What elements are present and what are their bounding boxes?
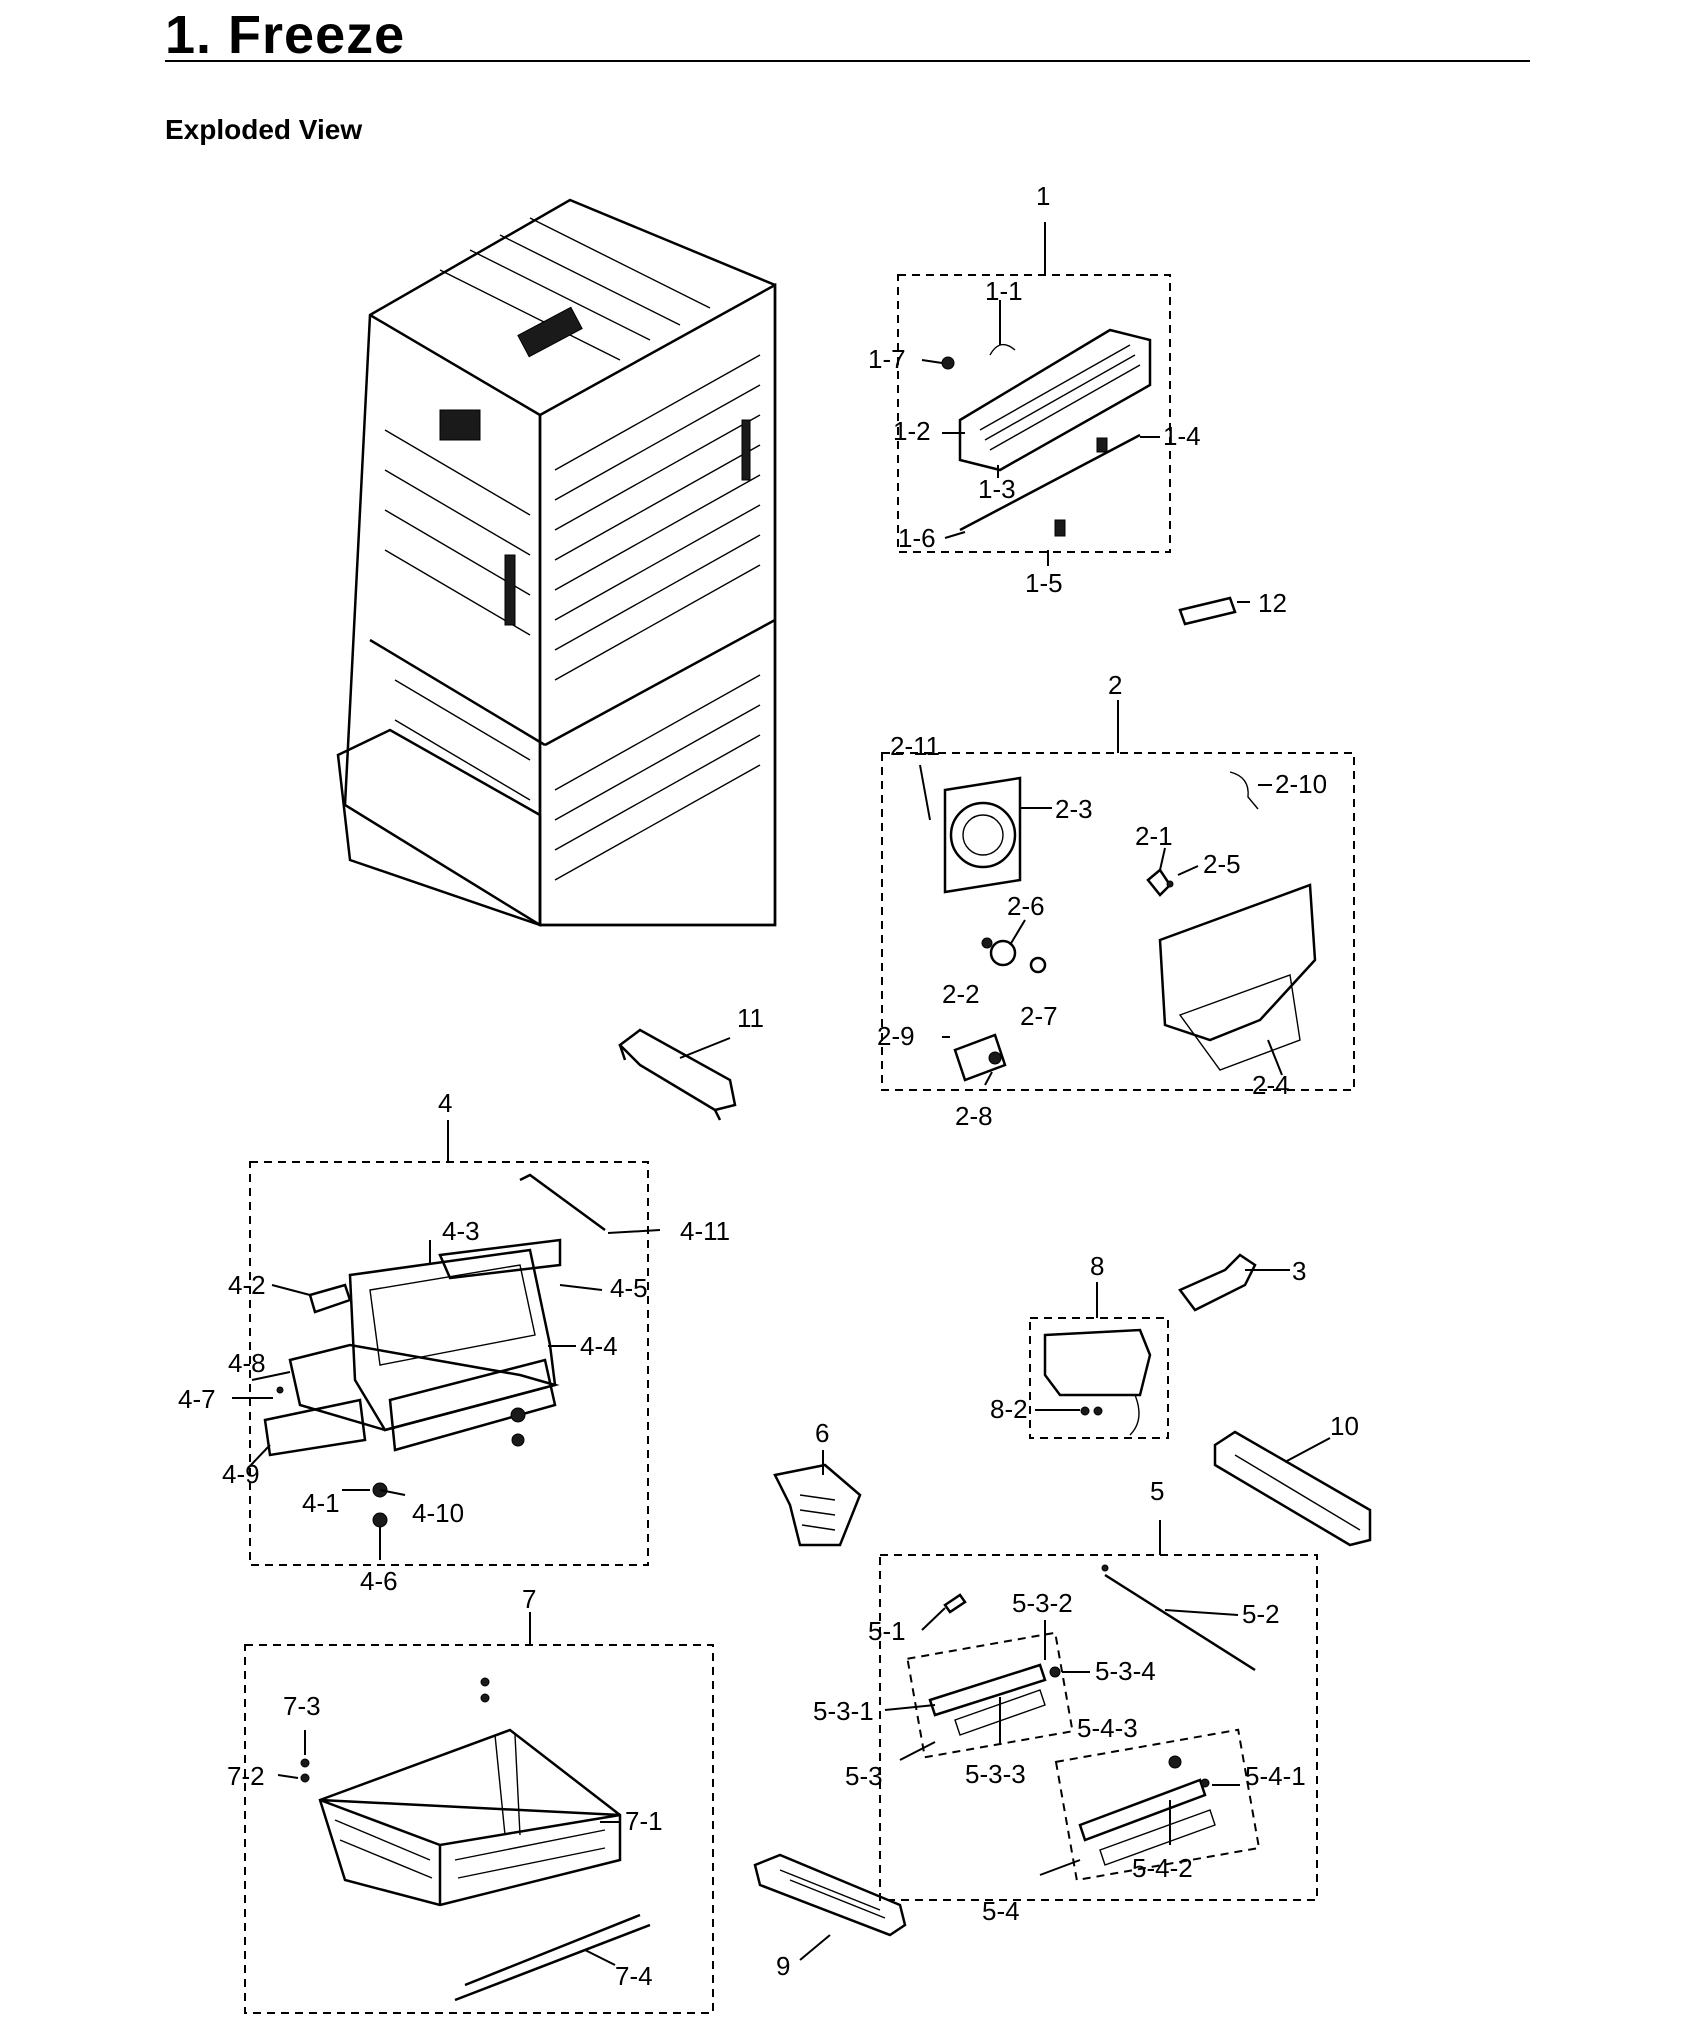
- group-box-1: [897, 274, 1171, 553]
- callout-label: 5-3-1: [813, 1696, 874, 1726]
- callout-label: 4: [438, 1088, 452, 1118]
- evaporator-assembly-drawing: [941, 328, 1152, 537]
- part-8-drawing: [1043, 1328, 1152, 1436]
- callout-label: 4-2: [228, 1270, 266, 1300]
- callout-labels: 1 1-1 1-7 1-2 1-4 1-3 1-6 1-5 12 2 2-11 …: [178, 181, 1359, 1991]
- callout-label: 2-11: [890, 731, 940, 761]
- callout-label: 2-3: [1055, 794, 1093, 824]
- cabinet-drawing: [336, 198, 777, 927]
- callout-label: 7: [522, 1584, 536, 1614]
- callout-label: 5-3: [845, 1761, 883, 1791]
- callout-label: 4-1: [302, 1488, 340, 1518]
- callout-label: 4-3: [442, 1216, 480, 1246]
- callout-label: 3: [1292, 1256, 1306, 1286]
- part-3-drawing: [1178, 1253, 1257, 1312]
- callout-label: 2: [1108, 670, 1122, 700]
- callout-label: 2-5: [1203, 849, 1241, 879]
- section-subtitle: Exploded View: [165, 114, 363, 145]
- callout-label: 7-1: [625, 1806, 663, 1836]
- callout-label: 7-3: [283, 1691, 321, 1721]
- callout-label: 11: [737, 1003, 764, 1033]
- title-rule: [165, 60, 1530, 62]
- callout-label: 5-2: [1242, 1599, 1280, 1629]
- callout-label: 5-1: [868, 1616, 906, 1646]
- callout-label: 8-2: [990, 1394, 1028, 1424]
- callout-label: 1-3: [978, 474, 1016, 504]
- callout-label: 2-6: [1007, 891, 1045, 921]
- callout-label: 2-7: [1020, 1001, 1058, 1031]
- callout-label: 7-4: [615, 1961, 653, 1991]
- callout-label: 4-6: [360, 1566, 398, 1596]
- callout-label: 2-10: [1275, 769, 1327, 799]
- part-9-drawing: [753, 1853, 907, 1937]
- callout-label: 5-4-2: [1132, 1853, 1193, 1883]
- part-11-drawing: [618, 1028, 737, 1121]
- callout-label: 4-7: [178, 1384, 216, 1414]
- callout-label: 1-5: [1025, 568, 1063, 598]
- callout-label: 7-2: [227, 1761, 265, 1791]
- callout-label: 4-8: [228, 1348, 266, 1378]
- callout-label: 1-2: [893, 416, 931, 446]
- callout-label: 1-6: [898, 523, 936, 553]
- part-10-drawing: [1213, 1430, 1372, 1547]
- callout-label: 12: [1258, 588, 1287, 618]
- callout-label: 8: [1090, 1251, 1104, 1281]
- part-6-drawing: [773, 1463, 862, 1547]
- group-box-8: [1029, 1317, 1169, 1439]
- freezer-basket-drawing: [300, 1677, 651, 2002]
- freezer-drawer-drawing: [263, 1173, 606, 1528]
- callout-label: 10: [1330, 1411, 1359, 1441]
- callout-label: 5-3-4: [1095, 1656, 1156, 1686]
- callout-label: 2-4: [1252, 1070, 1290, 1100]
- callout-label: 5-4: [982, 1896, 1020, 1926]
- callout-label: 9: [776, 1951, 790, 1981]
- fan-motor-assembly-drawing: [943, 771, 1317, 1082]
- callout-label: 5-4-3: [1077, 1713, 1138, 1743]
- page-title: 1. Freeze: [165, 5, 406, 65]
- callout-label: 1: [1036, 181, 1050, 211]
- callout-label: 5-3-3: [965, 1759, 1026, 1789]
- callout-label: 2-9: [877, 1021, 915, 1051]
- callout-label: 5-4-1: [1245, 1761, 1306, 1791]
- callout-label: 6: [815, 1418, 829, 1448]
- callout-label: 1-4: [1163, 421, 1201, 451]
- callout-label: 2-2: [942, 979, 980, 1009]
- callout-label: 2-8: [955, 1101, 993, 1131]
- callout-label: 4-11: [680, 1216, 730, 1246]
- group-box-2: [881, 752, 1355, 1091]
- rail-assembly-drawing: [906, 1564, 1261, 1882]
- group-box-7: [244, 1644, 714, 2014]
- callout-label: 1-7: [868, 344, 906, 374]
- part-12-drawing: [1178, 596, 1237, 626]
- callout-label: 1-1: [985, 276, 1023, 306]
- callout-label: 5-3-2: [1012, 1588, 1073, 1618]
- callout-label: 5: [1150, 1476, 1164, 1506]
- callout-label: 4-4: [580, 1331, 618, 1361]
- callout-label: 4-5: [610, 1273, 648, 1303]
- callout-label: 2-1: [1135, 821, 1173, 851]
- group-box-5: [879, 1554, 1318, 1901]
- callout-label: 4-10: [412, 1498, 464, 1528]
- callout-label: 4-9: [222, 1459, 260, 1489]
